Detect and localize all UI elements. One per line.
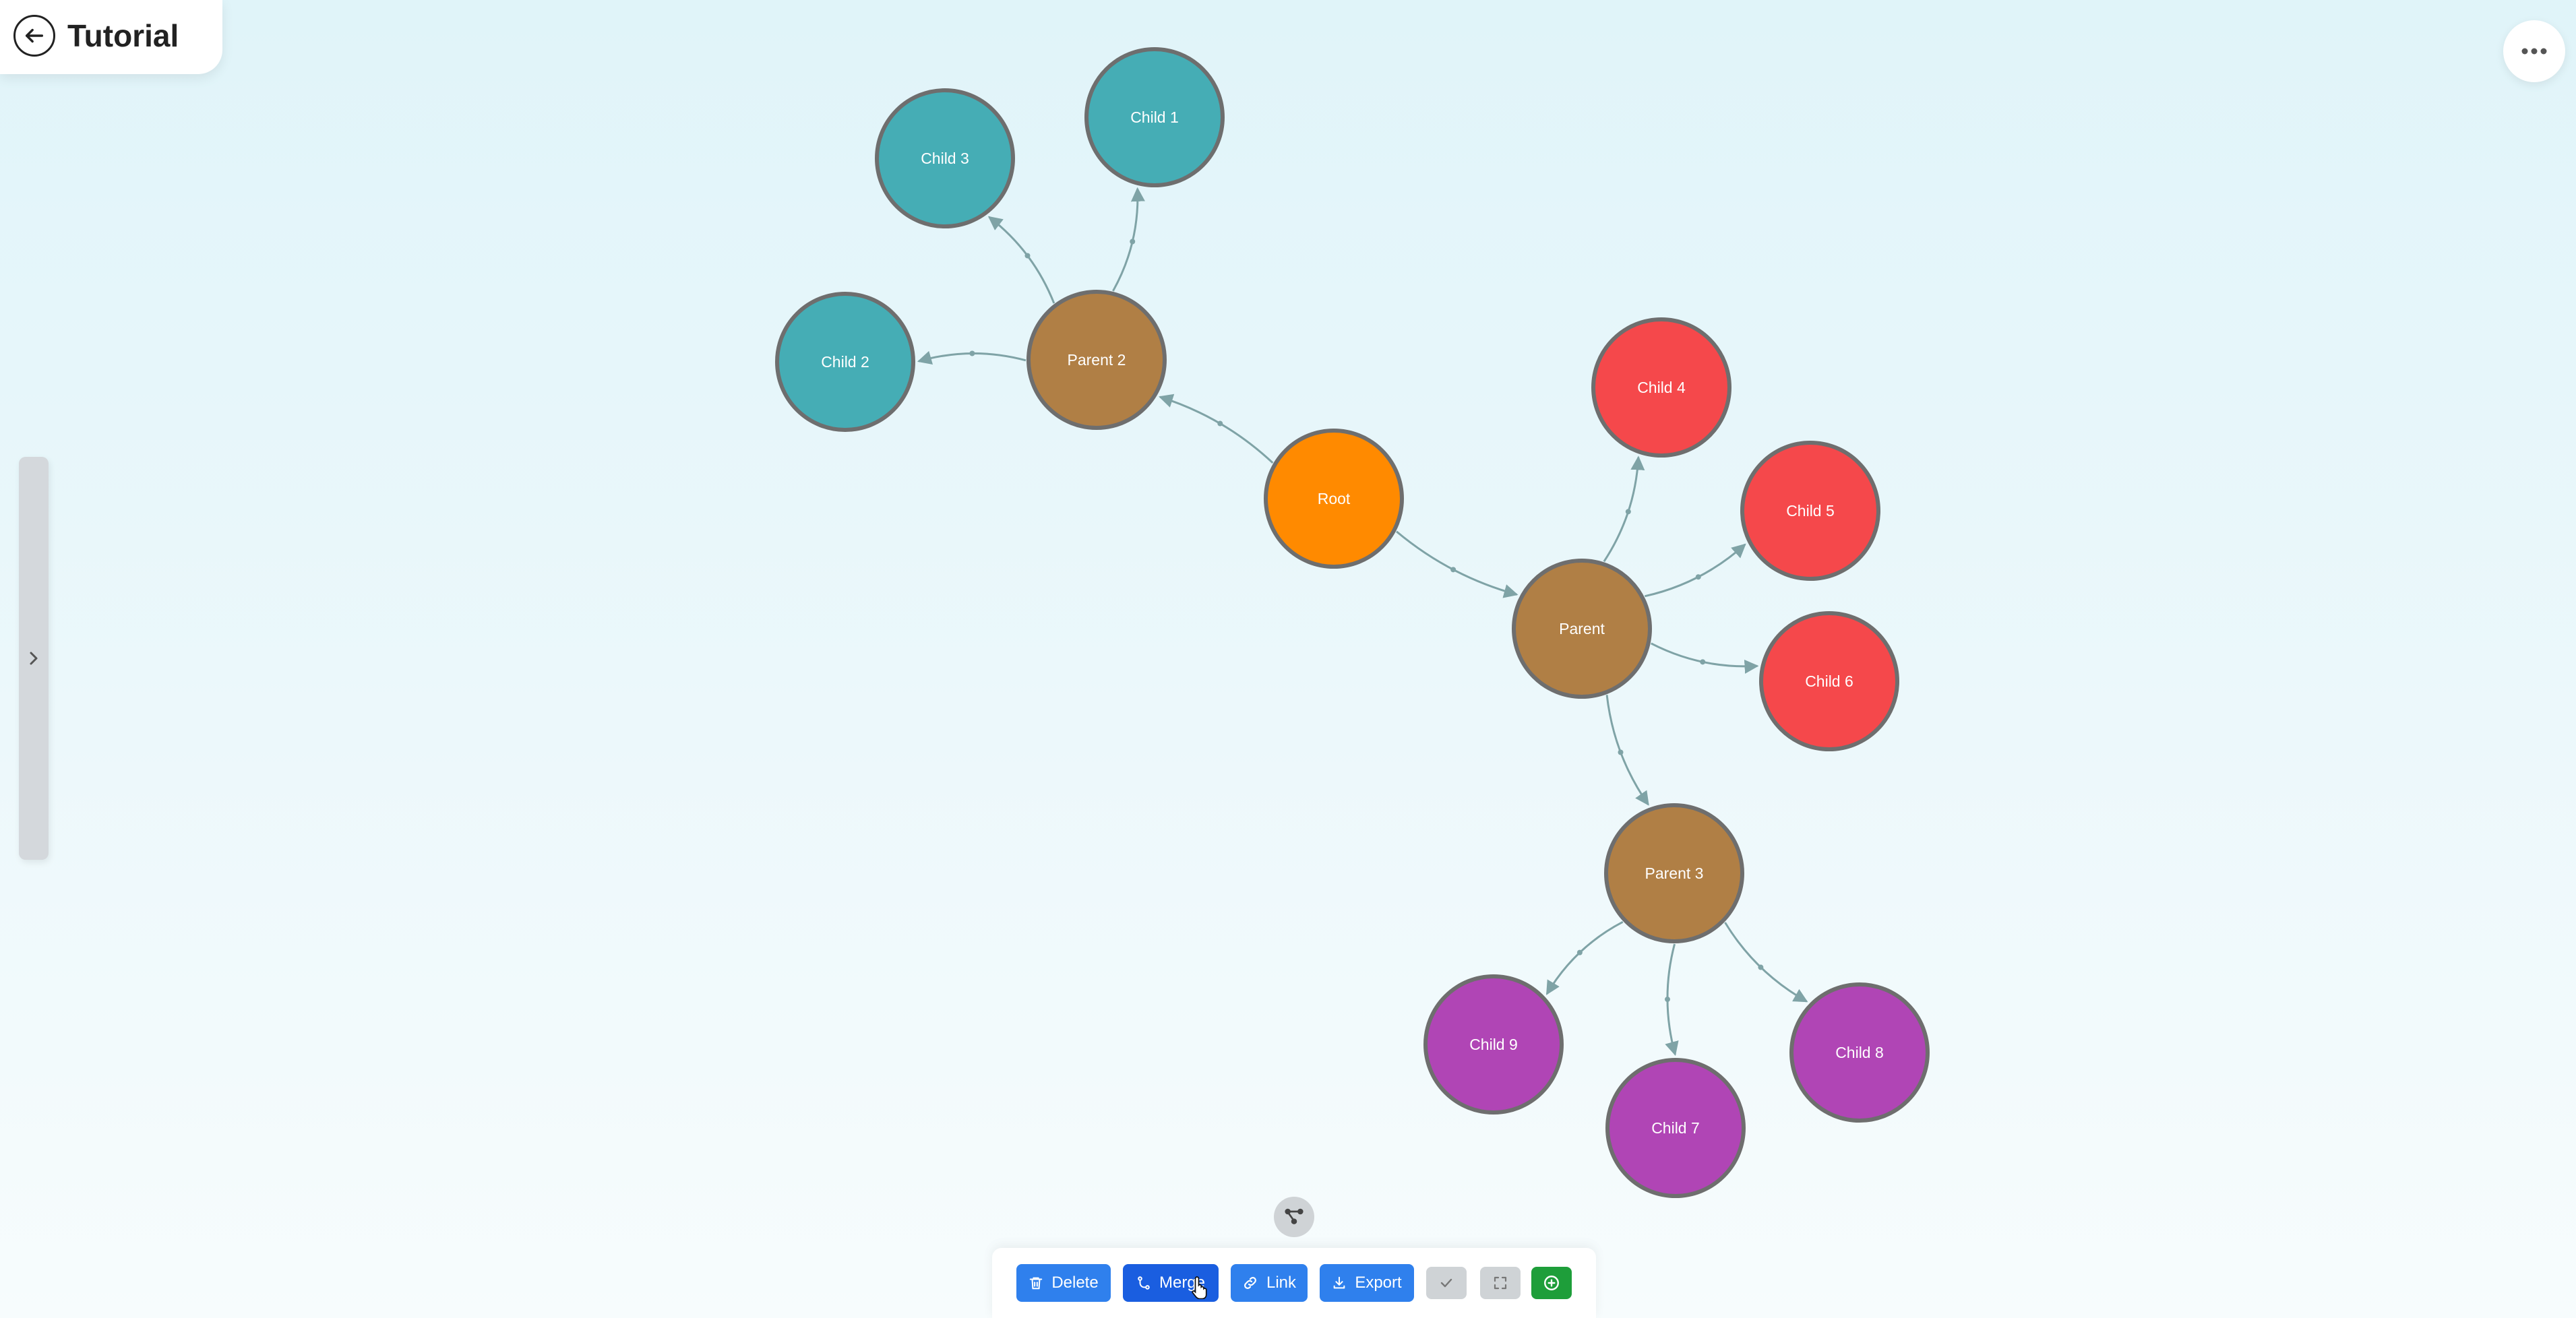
edge-handle[interactable] [1024, 253, 1031, 259]
edge-handle[interactable] [1758, 964, 1764, 970]
node-label: Child 2 [821, 353, 869, 371]
ellipsis-icon [2521, 48, 2547, 55]
node-child5[interactable]: Child 5 [1740, 441, 1880, 581]
chevron-right-icon [30, 652, 38, 665]
node-parent2[interactable]: Parent 2 [1026, 290, 1167, 430]
node-label: Parent 3 [1645, 865, 1704, 882]
link-icon [1242, 1275, 1258, 1291]
fullscreen-button[interactable] [1480, 1267, 1521, 1299]
node-child3[interactable]: Child 3 [875, 88, 1015, 228]
node-label: Parent 2 [1068, 351, 1126, 369]
node-circle[interactable] [1759, 611, 1899, 751]
node-label: Parent [1559, 620, 1605, 637]
node-child2[interactable]: Child 2 [775, 292, 915, 432]
node-label: Child 9 [1469, 1036, 1518, 1053]
node-child8[interactable]: Child 8 [1789, 982, 1930, 1123]
node-child9[interactable]: Child 9 [1423, 974, 1564, 1115]
node-circle[interactable] [1789, 982, 1930, 1123]
edge-parent-parent3[interactable] [1605, 695, 1649, 806]
edge-root-parent[interactable] [1396, 530, 1519, 598]
layout-toggle-button[interactable] [1274, 1197, 1314, 1237]
delete-button[interactable]: Delete [1016, 1264, 1111, 1302]
delete-label: Delete [1051, 1274, 1099, 1292]
link-button[interactable]: Link [1231, 1264, 1308, 1302]
edge-handle[interactable] [969, 350, 975, 356]
node-label: Child 4 [1637, 379, 1686, 396]
edge-handle[interactable] [1576, 949, 1583, 955]
merge-icon [1136, 1275, 1151, 1291]
cursor-hand-icon [1192, 1276, 1207, 1299]
arrow-left-icon [25, 28, 44, 43]
node-label: Child 7 [1651, 1119, 1700, 1137]
node-child1[interactable]: Child 1 [1084, 47, 1225, 187]
export-button[interactable]: Export [1320, 1264, 1414, 1302]
node-circle[interactable] [1026, 290, 1167, 430]
node-label: Child 1 [1130, 108, 1179, 126]
node-label: Child 6 [1805, 672, 1853, 690]
node-label: Child 3 [921, 150, 969, 167]
edge-parent3-child9[interactable] [1545, 920, 1624, 995]
edge-parent3-child8[interactable] [1724, 922, 1808, 1003]
node-circle[interactable] [1591, 317, 1731, 458]
edge-handle[interactable] [1450, 567, 1456, 573]
node-circle[interactable] [1605, 1058, 1746, 1198]
node-circle[interactable] [1740, 441, 1880, 581]
edge-handle[interactable] [1664, 997, 1670, 1003]
confirm-button[interactable] [1426, 1267, 1467, 1299]
export-label: Export [1355, 1274, 1402, 1292]
title-tab: Tutorial [0, 0, 222, 74]
edge-parent-child5[interactable] [1644, 543, 1746, 598]
side-panel-toggle[interactable] [19, 457, 49, 860]
trash-icon [1029, 1275, 1043, 1291]
node-label: Child 5 [1786, 502, 1835, 520]
node-circle[interactable] [1264, 429, 1404, 569]
edge-handle[interactable] [1695, 574, 1701, 580]
edge-parent2-child3[interactable] [987, 216, 1055, 304]
expand-icon [1492, 1275, 1508, 1291]
node-label: Root [1318, 490, 1351, 507]
edges-layer [917, 187, 1808, 1057]
add-node-button[interactable] [1531, 1267, 1572, 1299]
download-icon [1332, 1275, 1347, 1291]
edge-handle[interactable] [1618, 749, 1624, 755]
bottom-toolbar: Delete Merge Link Expor [992, 1248, 1596, 1318]
more-options-button[interactable] [2503, 20, 2565, 82]
node-circle[interactable] [1604, 803, 1744, 943]
node-circle[interactable] [775, 292, 915, 432]
node-circle[interactable] [1512, 559, 1652, 699]
node-child7[interactable]: Child 7 [1605, 1058, 1746, 1198]
node-circle[interactable] [875, 88, 1015, 228]
node-circle[interactable] [1084, 47, 1225, 187]
graph-layout-icon [1285, 1208, 1304, 1224]
plus-circle-icon [1543, 1274, 1560, 1292]
edge-handle[interactable] [1217, 420, 1223, 427]
node-root[interactable]: Root [1264, 429, 1404, 569]
node-circle[interactable] [1423, 974, 1564, 1115]
edge-handle[interactable] [1700, 659, 1706, 665]
node-child6[interactable]: Child 6 [1759, 611, 1899, 751]
edge-parent-child4[interactable] [1603, 456, 1645, 563]
edge-handle[interactable] [1130, 239, 1136, 245]
edge-root-parent2[interactable] [1159, 394, 1274, 464]
back-button[interactable] [13, 15, 55, 57]
check-icon [1438, 1275, 1454, 1291]
node-parent[interactable]: Parent [1512, 559, 1652, 699]
link-label: Link [1266, 1274, 1297, 1292]
node-child4[interactable]: Child 4 [1591, 317, 1731, 458]
page-title: Tutorial [67, 18, 179, 53]
edge-handle[interactable] [1625, 509, 1631, 515]
node-parent3[interactable]: Parent 3 [1604, 803, 1744, 943]
node-label: Child 8 [1835, 1044, 1884, 1061]
